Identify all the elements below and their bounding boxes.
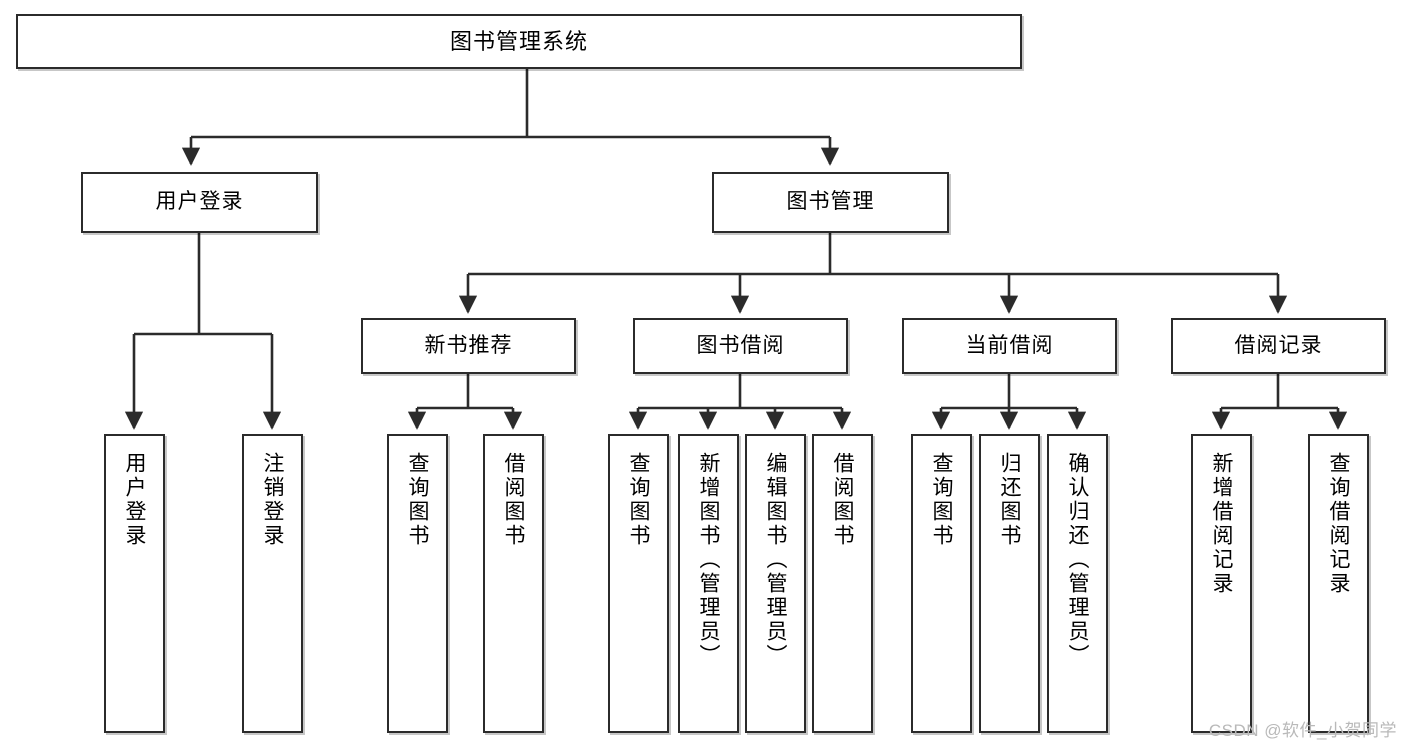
node-leaf-logout[interactable]: 注销登录 bbox=[242, 434, 303, 733]
node-leaf-user-login[interactable]: 用户登录 bbox=[104, 434, 165, 733]
node-leaf-borrow-book-2[interactable]: 借阅图书 bbox=[812, 434, 873, 733]
node-leaf-confirm-return-label: 确认归还（管理员） bbox=[1066, 452, 1089, 668]
node-leaf-add-book[interactable]: 新增图书（管理员） bbox=[678, 434, 739, 733]
node-book-borrow[interactable]: 图书借阅 bbox=[633, 318, 848, 374]
node-current-borrow-label: 当前借阅 bbox=[965, 333, 1054, 357]
node-new-book-rec[interactable]: 新书推荐 bbox=[361, 318, 576, 374]
node-leaf-add-record[interactable]: 新增借阅记录 bbox=[1191, 434, 1252, 733]
node-leaf-edit-book[interactable]: 编辑图书（管理员） bbox=[745, 434, 806, 733]
node-new-book-rec-label: 新书推荐 bbox=[424, 333, 513, 357]
node-leaf-borrow-book-1-label: 借阅图书 bbox=[502, 452, 525, 548]
node-root-system[interactable]: 图书管理系统 bbox=[16, 14, 1022, 69]
node-borrow-record[interactable]: 借阅记录 bbox=[1171, 318, 1386, 374]
node-leaf-query-book-1[interactable]: 查询图书 bbox=[387, 434, 448, 733]
node-leaf-logout-label: 注销登录 bbox=[261, 452, 284, 548]
node-leaf-user-login-label: 用户登录 bbox=[123, 452, 146, 548]
node-root-system-label: 图书管理系统 bbox=[449, 28, 588, 54]
node-leaf-borrow-book-2-label: 借阅图书 bbox=[831, 452, 854, 548]
node-leaf-query-book-1-label: 查询图书 bbox=[406, 452, 429, 548]
node-leaf-edit-book-label: 编辑图书（管理员） bbox=[764, 452, 787, 668]
node-leaf-query-book-2-label: 查询图书 bbox=[627, 452, 650, 548]
node-leaf-query-book-3-label: 查询图书 bbox=[930, 452, 953, 548]
node-leaf-query-book-2[interactable]: 查询图书 bbox=[608, 434, 669, 733]
node-book-manage[interactable]: 图书管理 bbox=[712, 172, 949, 233]
node-leaf-return-book[interactable]: 归还图书 bbox=[979, 434, 1040, 733]
node-leaf-borrow-book-1[interactable]: 借阅图书 bbox=[483, 434, 544, 733]
node-user-login-label: 用户登录 bbox=[155, 190, 244, 214]
node-borrow-record-label: 借阅记录 bbox=[1234, 333, 1323, 357]
node-leaf-query-book-3[interactable]: 查询图书 bbox=[911, 434, 972, 733]
node-book-borrow-label: 图书借阅 bbox=[696, 333, 785, 357]
node-leaf-return-book-label: 归还图书 bbox=[998, 452, 1021, 548]
node-leaf-query-record[interactable]: 查询借阅记录 bbox=[1308, 434, 1369, 733]
node-book-manage-label: 图书管理 bbox=[786, 190, 875, 214]
node-leaf-query-record-label: 查询借阅记录 bbox=[1327, 452, 1350, 596]
node-leaf-add-record-label: 新增借阅记录 bbox=[1210, 452, 1233, 596]
node-leaf-add-book-label: 新增图书（管理员） bbox=[697, 452, 720, 668]
node-current-borrow[interactable]: 当前借阅 bbox=[902, 318, 1117, 374]
node-leaf-confirm-return[interactable]: 确认归还（管理员） bbox=[1047, 434, 1108, 733]
node-user-login[interactable]: 用户登录 bbox=[81, 172, 318, 233]
